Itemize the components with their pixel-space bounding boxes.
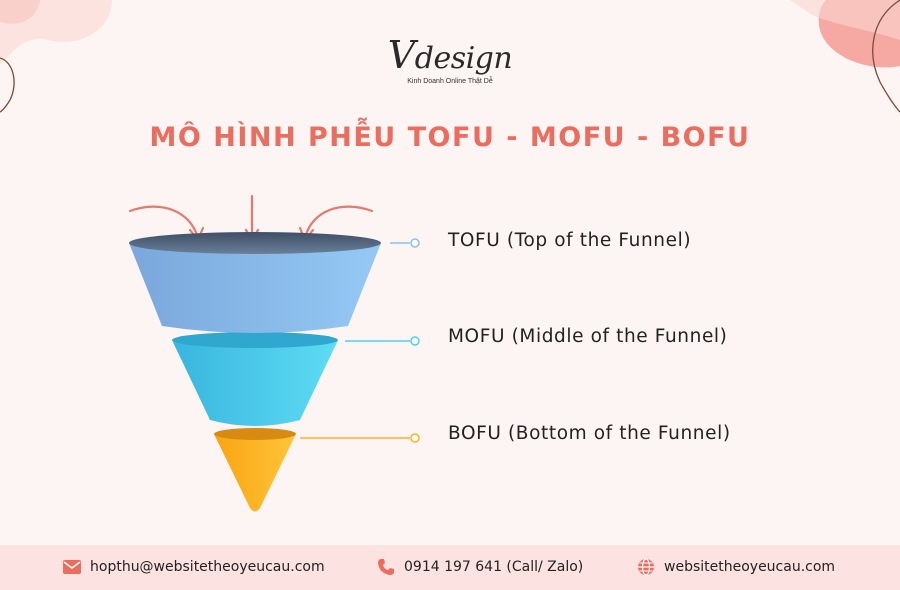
logo-wordmark: Vdesign — [387, 33, 513, 77]
brand-logo: Vdesign Kinh Doanh Online Thật Dễ — [380, 33, 520, 85]
footer-phone[interactable]: 0914 197 641 (Call/ Zalo) — [376, 557, 583, 577]
globe-icon — [636, 557, 656, 577]
footer-phone-text: 0914 197 641 (Call/ Zalo) — [404, 559, 584, 575]
label-tofu: TOFU (Top of the Funnel) — [448, 230, 692, 251]
logo-tagline: Kinh Doanh Online Thật Dễ — [407, 78, 493, 85]
connector-bofu — [300, 433, 420, 443]
funnel-stage-bofu — [214, 428, 296, 512]
connector-mofu — [345, 336, 420, 346]
footer-website-text: websitetheoyeucau.com — [664, 559, 836, 575]
footer-email[interactable]: hopthu@websitetheoyeucau.com — [62, 557, 325, 577]
funnel-stage-mofu — [172, 332, 338, 426]
page-title: MÔ HÌNH PHỄU TOFU - MOFU - BOFU — [149, 122, 751, 153]
footer-email-text: hopthu@websitetheoyeucau.com — [90, 559, 325, 575]
connector-tofu — [390, 238, 420, 248]
funnel-stage-tofu — [129, 232, 381, 333]
arrow-right — [303, 205, 374, 240]
footer-bar: hopthu@websitetheoyeucau.com 0914 197 64… — [0, 545, 900, 590]
arrow-left — [128, 205, 200, 240]
label-mofu: MOFU (Middle of the Funnel) — [448, 326, 728, 347]
phone-icon — [376, 557, 396, 577]
label-bofu: BOFU (Bottom of the Funnel) — [448, 423, 731, 444]
footer-website[interactable]: websitetheoyeucau.com — [636, 557, 835, 577]
mail-icon — [62, 557, 82, 577]
